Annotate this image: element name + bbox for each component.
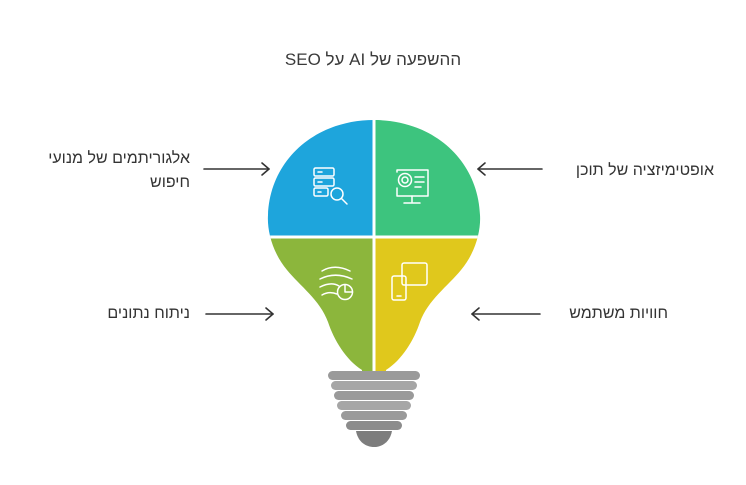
arrow-content-optimization [477,162,543,176]
monitor-gear-icon [396,169,429,204]
label-search-algorithms-line-1: אלגוריתמים של מנועי [48,150,190,167]
bulb-base [328,371,420,447]
quadrant-content-optimization [374,120,481,237]
arrow-search-algorithms [203,162,270,176]
arrow-user-experience [471,307,541,321]
arrow-data-analysis [205,307,274,321]
label-data-analysis: ניתוח נתונים [107,305,190,322]
diagram-title: SEO על AI ההשפעה של [284,50,462,69]
data-flow-chart-icon [319,266,354,301]
quadrant-data-analysis [267,237,374,375]
label-search-algorithms-line-2: חיפוש [150,174,190,191]
quadrant-search-algorithms [267,120,374,237]
devices-icon [391,262,428,301]
bulb-body [267,120,481,375]
quadrant-user-experience [374,237,481,375]
label-search-algorithms: אלגוריתמים של מנועי חיפוש [48,147,190,195]
label-user-experience: חוויות משתמש [569,305,668,322]
label-content-optimization: אופטימיזציה של תוכן [575,162,714,179]
server-search-icon [313,167,348,205]
